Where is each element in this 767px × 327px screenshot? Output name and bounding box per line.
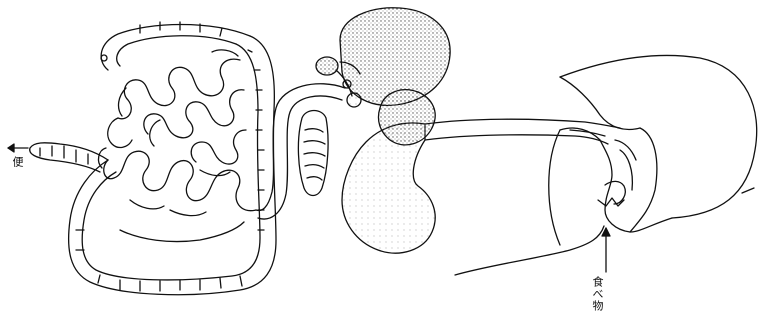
mouth-teeth bbox=[598, 140, 636, 206]
feces-label: 便 bbox=[12, 156, 23, 168]
arrow-feces bbox=[8, 144, 28, 152]
duodenum bbox=[256, 84, 345, 219]
arrow-food-in bbox=[602, 228, 610, 272]
esophagus bbox=[425, 119, 620, 144]
food-intake-label: 食べ物 bbox=[592, 276, 603, 312]
liver bbox=[340, 8, 450, 145]
small-intestine bbox=[104, 50, 256, 242]
stomach bbox=[342, 123, 435, 253]
pancreas bbox=[298, 111, 328, 196]
rectum bbox=[30, 143, 108, 172]
large-intestine bbox=[69, 22, 276, 295]
